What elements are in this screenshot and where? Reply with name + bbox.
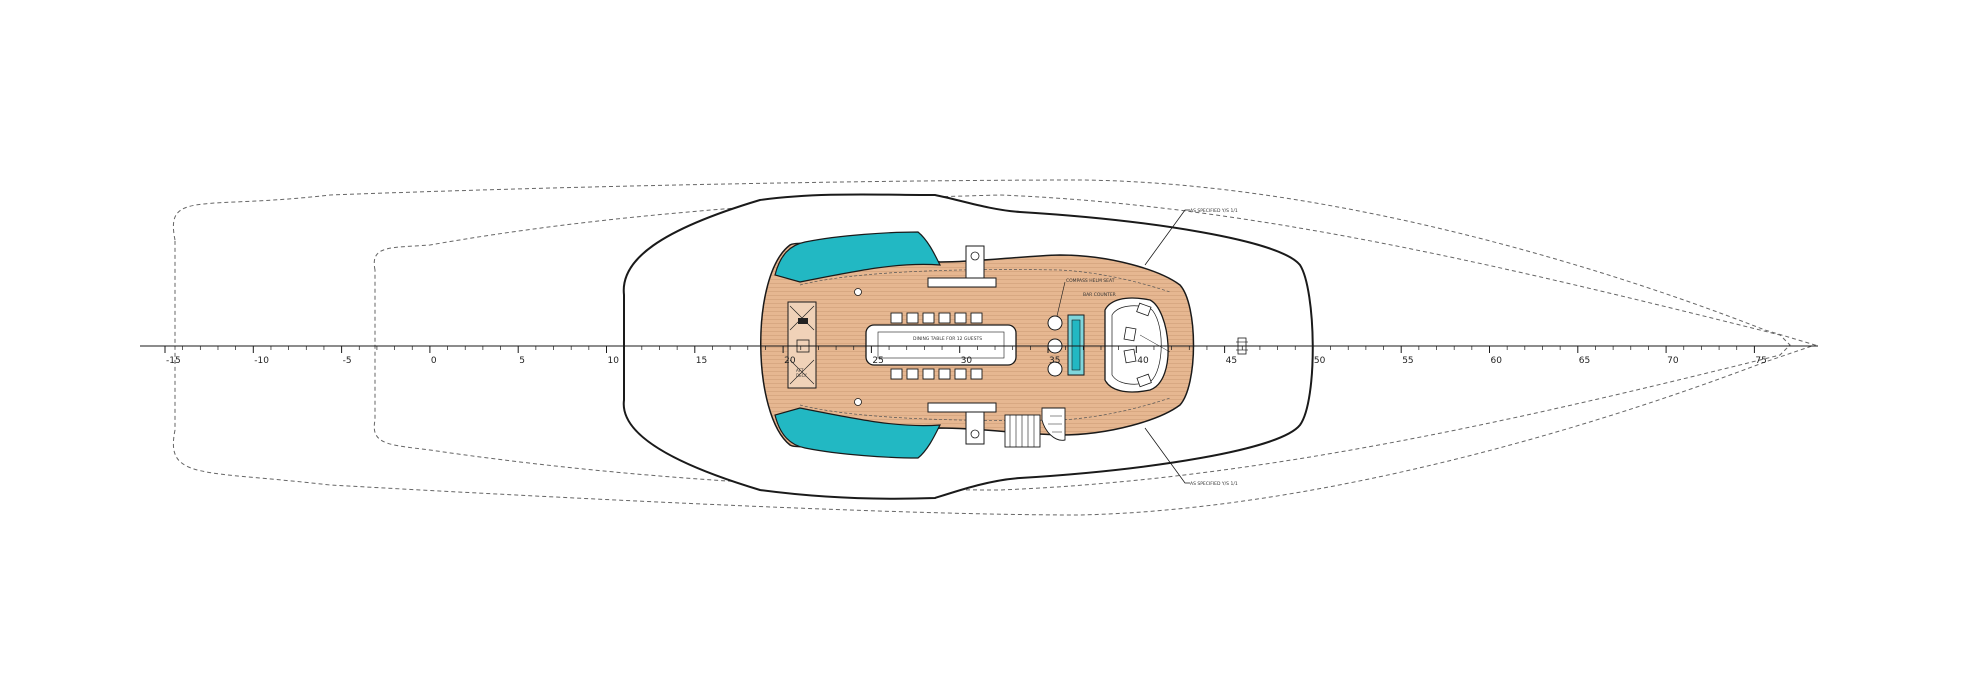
- stool-1: [1047, 315, 1063, 331]
- scale-label: -10: [254, 356, 269, 366]
- scale-label: 65: [1579, 356, 1590, 366]
- fitting-top: [854, 288, 862, 296]
- inner-hull-dashed: [373, 194, 1791, 491]
- scale-label: 60: [1491, 356, 1503, 366]
- scale-label: 70: [1667, 356, 1679, 366]
- leader-helm: [1056, 281, 1066, 317]
- stool-3: [1047, 361, 1063, 377]
- scale-ticks: [164, 346, 1755, 353]
- forward-cockpit: [1104, 297, 1171, 393]
- scale-label: 30: [961, 356, 973, 366]
- scale-labels: -15 -10 -5 0 5 10 15 20 25 30 35 40 45 50 55 60 65 70 75: [166, 356, 1767, 366]
- scale-label: -15: [166, 356, 181, 366]
- station-scale: -15 -10 -5 0 5 10 15 20 25 30 35 40 45 50 55 60 65 70 75: [140, 345, 1818, 366]
- scale-label: 0: [431, 356, 437, 366]
- scale-label: 5: [519, 356, 525, 366]
- aft-note-1: AFT: [796, 368, 804, 373]
- scale-label: 75: [1755, 356, 1766, 366]
- callout-leader-bottom: [1144, 427, 1190, 484]
- scale-label: 45: [1226, 356, 1237, 366]
- aft-note-2: DECK: [796, 373, 807, 378]
- scale-label: -5: [343, 356, 352, 366]
- scale-label: 35: [1049, 356, 1060, 366]
- helm-note: COMPASS HELM SEAT: [1066, 278, 1115, 284]
- scale-label: 40: [1137, 356, 1149, 366]
- teal-cushion-top: [774, 231, 942, 283]
- outer-hull-dashed: [173, 179, 1817, 516]
- fitting-bottom: [854, 398, 862, 406]
- companionway-stairs: [1004, 407, 1066, 448]
- scale-label: 10: [608, 356, 620, 366]
- callout-top: AS SPECIFIED Y/S 1/1: [1190, 208, 1238, 214]
- scale-label: 55: [1402, 356, 1413, 366]
- callout-bottom: AS SPECIFIED Y/S 1/1: [1190, 481, 1238, 487]
- bar-note: BAR COUNTER: [1083, 292, 1116, 298]
- scale-label: 15: [696, 356, 707, 366]
- aft-sunpad: AFT DECK: [787, 301, 817, 389]
- callout-leader-top: [1144, 209, 1190, 266]
- chairs-top: [890, 312, 983, 324]
- winch-top: [927, 245, 997, 288]
- scale-label: 25: [872, 356, 883, 366]
- winch-bottom: [927, 402, 997, 445]
- chairs-bottom: [890, 368, 983, 380]
- teal-cushion-bottom: [774, 407, 942, 459]
- scale-label: 20: [784, 356, 796, 366]
- dining-table: [865, 324, 1017, 366]
- scale-label: 50: [1314, 356, 1326, 366]
- table-label: DINING TABLE FOR 12 GUESTS: [913, 336, 982, 342]
- bar-counter-top: [1071, 319, 1081, 371]
